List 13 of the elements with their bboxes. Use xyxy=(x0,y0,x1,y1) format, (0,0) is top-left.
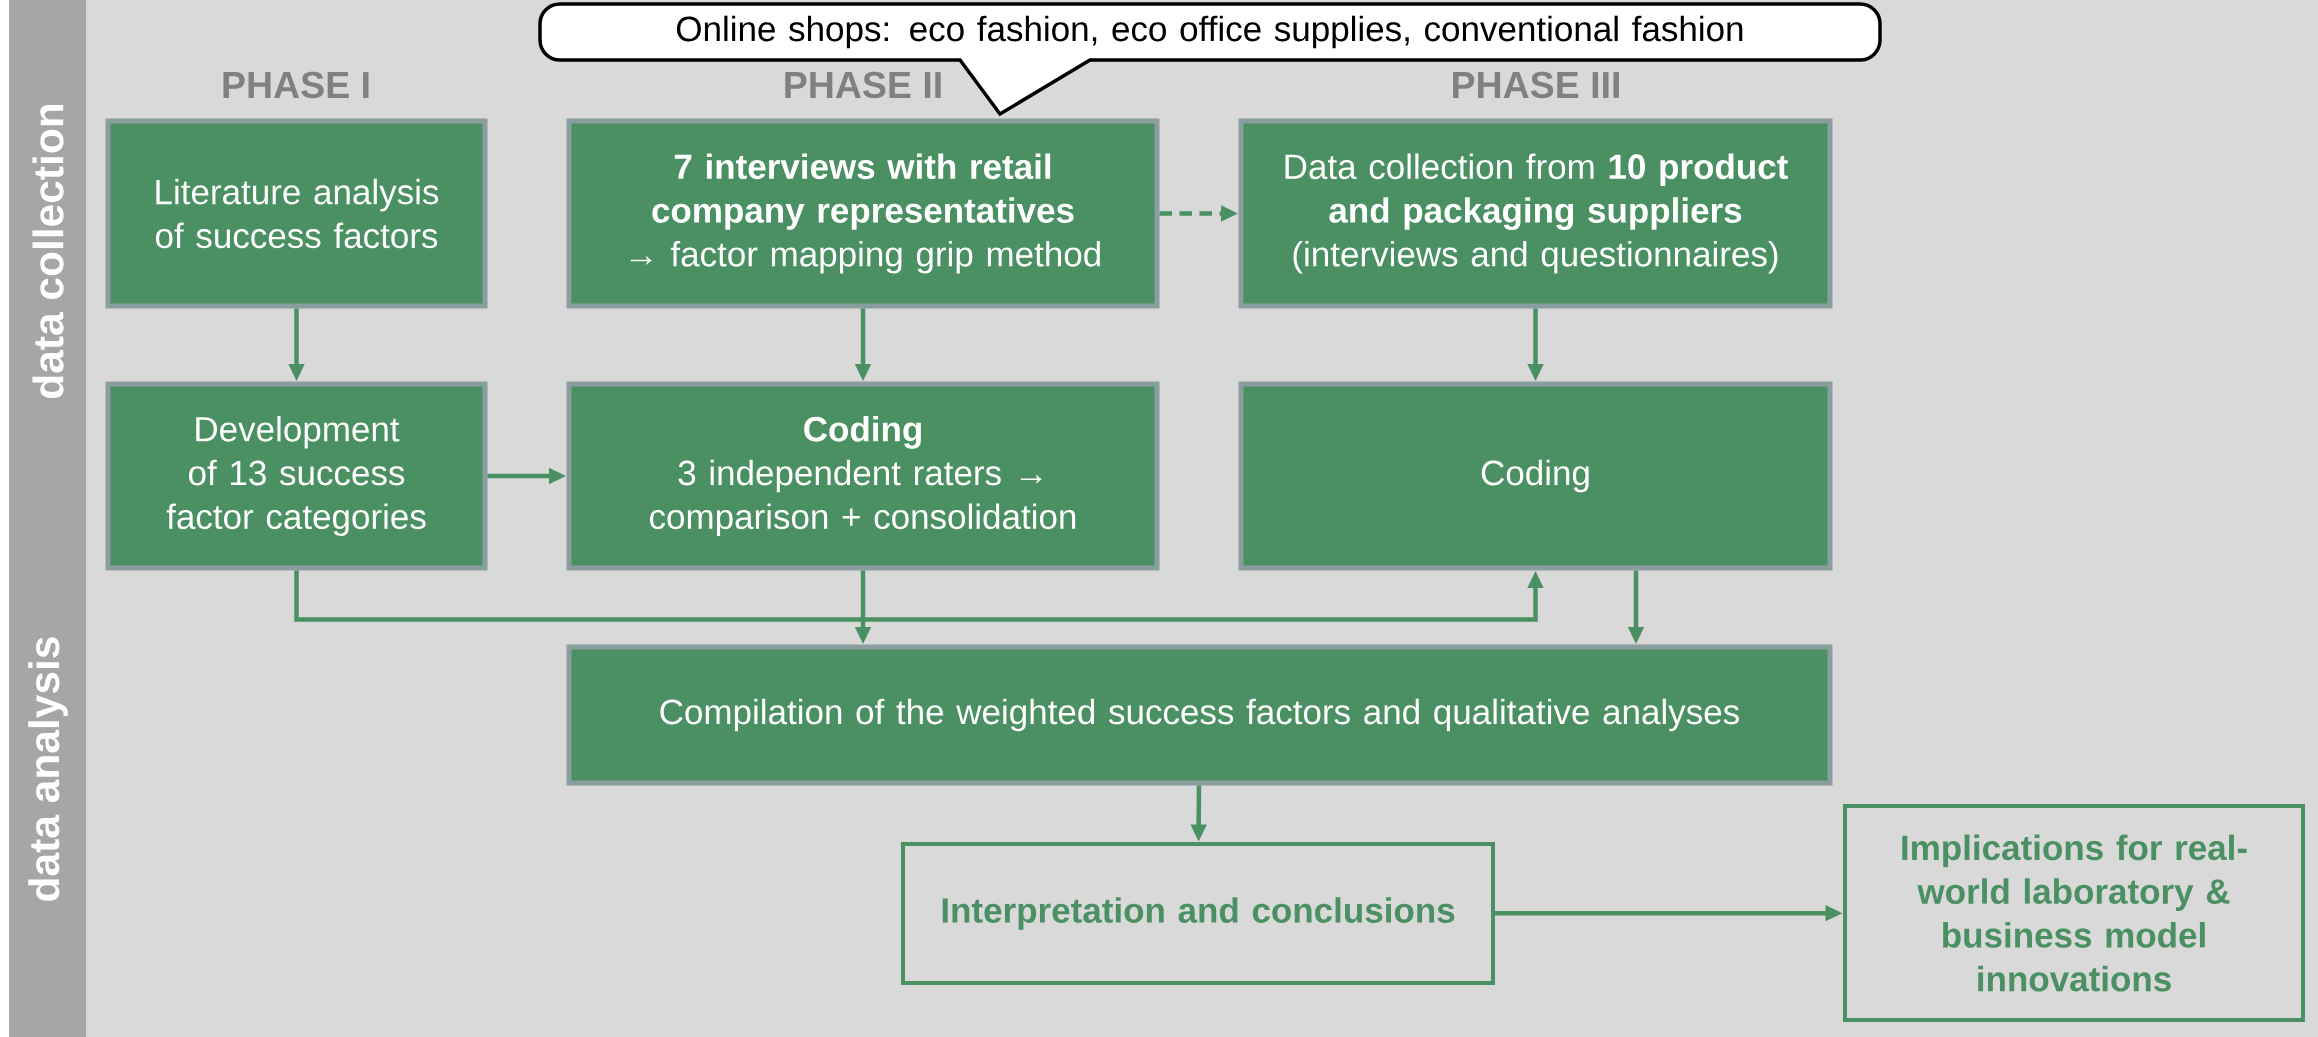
process-box: Compilation of the weighted success factors and qualitative analyses xyxy=(566,644,1833,786)
sidebar-label: data analysis xyxy=(28,637,68,901)
result-box: Interpretation and conclusions xyxy=(901,842,1495,985)
process-box: 7 interviews with retail company representatives → factor mapping grip method xyxy=(566,118,1160,309)
phase-label: PHASE III xyxy=(1453,71,1619,99)
process-box: Literature analysis of success factors xyxy=(105,118,488,309)
process-box: Coding 3 independent raters → comparison + consolidation xyxy=(566,381,1160,571)
process-box: Data collection from 10 product and packaging suppliers (interviews and questionnaires) xyxy=(1238,118,1833,309)
process-box: Development of 13 success factor categories xyxy=(105,381,488,571)
result-box: Implications for real-world laboratory & business model innovations xyxy=(1843,804,2305,1022)
sidebar-label: data collection xyxy=(32,104,64,399)
process-box: Coding xyxy=(1238,381,1833,571)
phase-label: PHASE II xyxy=(785,71,941,99)
